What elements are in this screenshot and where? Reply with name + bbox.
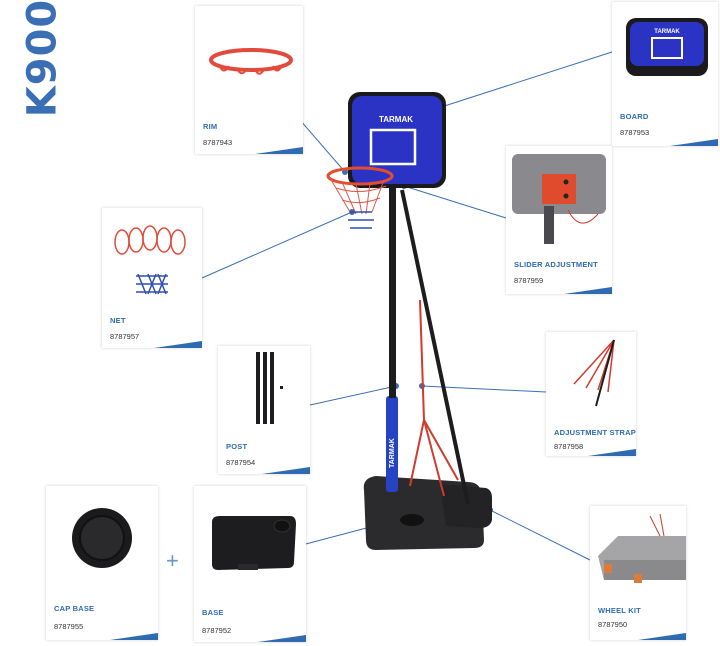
capbase-image xyxy=(72,508,132,568)
part-card-wheel: WHEEL KIT 8787950 xyxy=(590,506,686,640)
part-ref: 8787955 xyxy=(54,622,84,631)
part-label: BOARD xyxy=(620,112,649,121)
leader-net xyxy=(201,211,353,279)
leader-slider xyxy=(403,185,507,219)
plus-sign: + xyxy=(166,548,179,573)
card-stripe xyxy=(638,633,686,640)
part-card-net: NET 8787957 xyxy=(102,208,202,348)
rear-support xyxy=(400,189,470,505)
base-cap-hole xyxy=(400,514,424,526)
net-shape xyxy=(329,177,387,215)
card-stripe xyxy=(262,467,310,474)
part-label: CAP BASE xyxy=(54,604,95,613)
part-ref: 8787959 xyxy=(514,276,544,285)
part-label: RIM xyxy=(203,122,218,131)
backboard-panel xyxy=(352,96,442,184)
card-stripe xyxy=(258,635,306,642)
rim-image xyxy=(209,48,293,75)
part-label: SLIDER ADJUSTMENT xyxy=(514,260,598,269)
model-title: K900 xyxy=(19,0,65,118)
strap-lines xyxy=(409,299,459,497)
card-stripe xyxy=(255,147,303,154)
wheel-image xyxy=(598,513,686,583)
part-label: ADJUSTMENT STRAP xyxy=(554,428,636,437)
part-label: BASE xyxy=(202,608,224,617)
leader-base xyxy=(301,525,375,546)
card-stripe xyxy=(154,341,202,348)
part-ref: 8787958 xyxy=(554,442,584,451)
net-bottom xyxy=(348,211,374,229)
card-stripe xyxy=(110,633,158,640)
part-label: NET xyxy=(110,316,126,325)
part-ref: 8787953 xyxy=(620,128,650,137)
leader-board xyxy=(431,51,613,111)
base-image xyxy=(212,516,296,570)
card-stripe xyxy=(588,449,636,456)
part-card-strap: ADJUSTMENT STRAP 8787958 xyxy=(546,332,636,456)
leader-wheel xyxy=(489,509,591,561)
sleeve-brand: TARMAK xyxy=(389,438,396,468)
pole-sleeve xyxy=(386,396,398,492)
card-stripe xyxy=(564,287,612,294)
part-card-capbase: CAP BASE 8787955 xyxy=(46,486,158,640)
part-ref: 8787957 xyxy=(110,332,140,341)
part-ref: 8787954 xyxy=(226,458,256,467)
leader-rim xyxy=(299,119,346,173)
board-image: TARMAK xyxy=(626,18,708,76)
strap-image xyxy=(573,339,615,407)
slider-image xyxy=(512,154,606,244)
rim-shape xyxy=(326,166,394,186)
part-ref: 8787950 xyxy=(598,620,628,629)
part-card-rim: RIM 8787943 xyxy=(195,6,303,154)
part-label: POST xyxy=(226,442,248,451)
backboard-brand: TARMAK xyxy=(379,115,413,124)
part-card-base: BASE 8787952 xyxy=(194,486,306,642)
svg-text:TARMAK: TARMAK xyxy=(654,29,680,35)
part-card-board: TARMAK BOARD 8787953 xyxy=(612,2,718,146)
backboard-square xyxy=(369,128,417,166)
part-card-post: POST 8787954 xyxy=(218,346,310,474)
pole-upper xyxy=(389,184,396,398)
part-ref: 8787943 xyxy=(203,138,233,147)
card-stripe xyxy=(670,139,718,146)
part-card-slider: SLIDER ADJUSTMENT 8787959 xyxy=(506,146,612,294)
part-label: WHEEL KIT xyxy=(598,606,641,615)
part-ref: 8787952 xyxy=(202,626,232,635)
post-image xyxy=(256,352,283,424)
net-image xyxy=(114,225,186,295)
leader-post xyxy=(309,385,397,406)
